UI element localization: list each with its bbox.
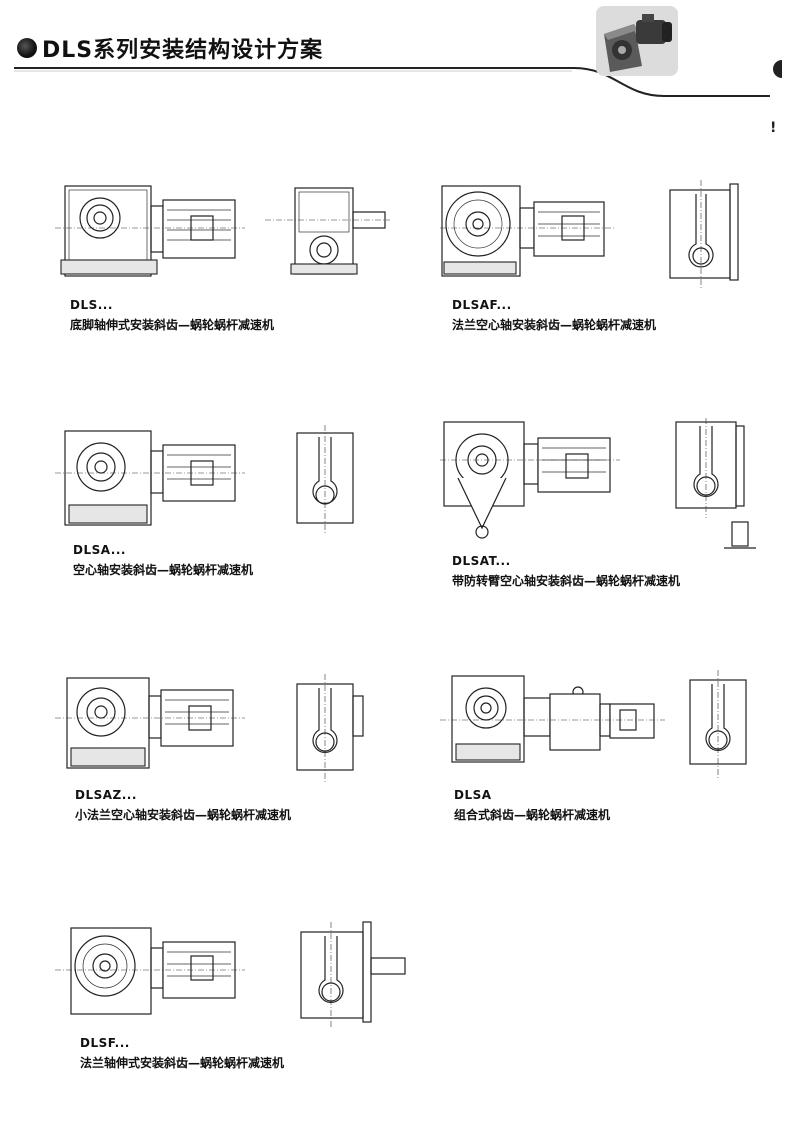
model-description: 组合式斜齿—蜗轮蜗杆减速机	[454, 808, 611, 822]
half-circle-mark-icon	[773, 60, 782, 78]
product-item-dlsat: DLSAT... 带防转臂空心轴安装斜齿—蜗轮蜗杆减速机	[440, 418, 770, 590]
model-code: DLSAF...	[452, 298, 512, 312]
model-code: DLSAT...	[452, 554, 511, 568]
model-code: DLS...	[70, 298, 113, 312]
model-description: 法兰空心轴安装斜齿—蜗轮蜗杆减速机	[452, 318, 657, 332]
side-mark: !	[770, 120, 777, 136]
drawing-dlsat	[440, 418, 756, 549]
drawing-dlsf	[55, 921, 406, 1028]
product-item-dlsa: DLSA... 空心轴安装斜齿—蜗轮蜗杆减速机	[55, 425, 395, 585]
product-item-dlsf: DLSF... 法兰轴伸式安装斜齿—蜗轮蜗杆减速机	[55, 918, 415, 1078]
drawing-dls	[55, 185, 390, 277]
product-item-dls: DLS... 底脚轴伸式安装斜齿—蜗轮蜗杆减速机	[55, 180, 395, 340]
page-title: DLS系列安装结构设计方案	[42, 38, 324, 63]
model-code: DLSF...	[80, 1036, 130, 1050]
model-code: DLSAZ...	[75, 788, 137, 802]
drawing-dlsa-combined	[440, 670, 747, 778]
header-rule	[14, 67, 770, 97]
drawing-dlsaz	[55, 674, 364, 784]
drawing-dlsa	[55, 425, 354, 535]
page-header: DLS系列安装结构设计方案 !	[0, 0, 790, 136]
product-item-dlsaf: DLSAF... 法兰空心轴安装斜齿—蜗轮蜗杆减速机	[440, 180, 770, 340]
drawing-dlsaf	[440, 180, 739, 290]
title-bullet-icon	[17, 38, 37, 58]
model-code: DLSA...	[73, 543, 126, 557]
model-description: 底脚轴伸式安装斜齿—蜗轮蜗杆减速机	[70, 318, 275, 332]
model-description: 小法兰空心轴安装斜齿—蜗轮蜗杆减速机	[75, 808, 292, 822]
model-description: 法兰轴伸式安装斜齿—蜗轮蜗杆减速机	[80, 1056, 285, 1070]
model-description: 空心轴安装斜齿—蜗轮蜗杆减速机	[73, 563, 254, 577]
product-item-dlsa-combined: DLSA 组合式斜齿—蜗轮蜗杆减速机	[440, 670, 770, 830]
gear-motor-photo-icon	[596, 6, 678, 76]
model-description: 带防转臂空心轴安装斜齿—蜗轮蜗杆减速机	[452, 574, 681, 588]
product-item-dlsaz: DLSAZ... 小法兰空心轴安装斜齿—蜗轮蜗杆减速机	[55, 670, 395, 830]
model-code: DLSA	[454, 788, 492, 802]
